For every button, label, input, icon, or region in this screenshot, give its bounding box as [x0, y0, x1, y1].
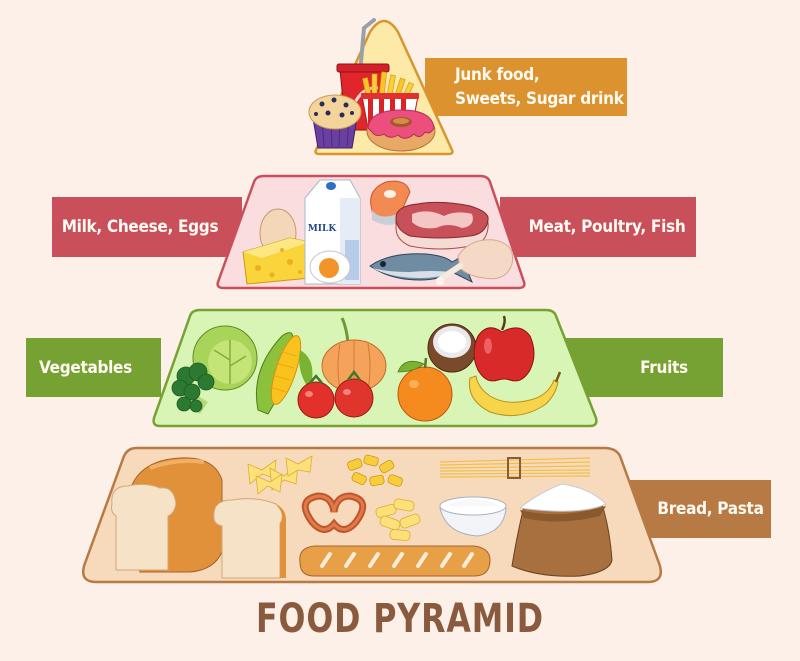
junk-food-label-band: Junk food, Sweets, Sugar drink — [425, 58, 627, 116]
penne-icon — [375, 498, 421, 541]
junk-food-label-line1: Junk food, — [455, 65, 540, 85]
tomatoes-icon — [297, 369, 374, 419]
baguette-icon — [299, 545, 491, 577]
meat-label: Meat, Poultry, Fish — [528, 217, 686, 237]
rigatoni-icon — [347, 454, 403, 487]
vegetables-label-band: Vegetables — [26, 338, 161, 397]
bread-loaf-icon — [111, 457, 223, 573]
farfalle-icon — [247, 455, 313, 495]
flour-sack-icon — [511, 483, 613, 577]
vegetables-label: Vegetables — [39, 357, 132, 378]
chicken-leg-icon — [436, 239, 514, 285]
muffin-icon — [308, 94, 362, 149]
broccoli-icon — [171, 362, 215, 414]
donut-icon — [366, 109, 436, 152]
fruits-label: Fruits — [640, 357, 688, 378]
cabbage-icon — [192, 325, 258, 391]
dairy-label: Milk, Cheese, Eggs — [61, 217, 219, 237]
junk-food-label-line2: Sweets, Sugar drink — [455, 89, 624, 109]
tier-protein-dairy: MILK — [216, 174, 526, 290]
page-title: FOOD PYRAMID — [256, 596, 544, 642]
boiled-egg-icon — [309, 250, 351, 284]
bread-label: Bread, Pasta — [657, 499, 764, 519]
coconut-icon — [427, 323, 477, 373]
tier-vegetables-fruits — [152, 308, 598, 428]
pretzel-icon — [301, 492, 367, 533]
flour-bowl-icon — [439, 496, 507, 537]
tier-bread-pasta — [82, 446, 662, 584]
dairy-label-band: Milk, Cheese, Eggs — [52, 197, 242, 257]
orange-icon — [397, 357, 453, 422]
spaghetti-icon — [439, 457, 591, 479]
tier-junk-food — [308, 18, 454, 156]
banana-icon — [468, 371, 562, 417]
meat-label-band: Meat, Poultry, Fish — [500, 197, 696, 257]
milk-carton-label: MILK — [308, 224, 338, 234]
bread-slice-icon — [213, 498, 286, 579]
corn-icon — [255, 332, 313, 415]
bread-label-band: Bread, Pasta — [630, 480, 771, 538]
apple-icon — [473, 315, 535, 382]
fruits-label-band: Fruits — [565, 338, 723, 397]
beef-steak-icon — [395, 201, 489, 250]
